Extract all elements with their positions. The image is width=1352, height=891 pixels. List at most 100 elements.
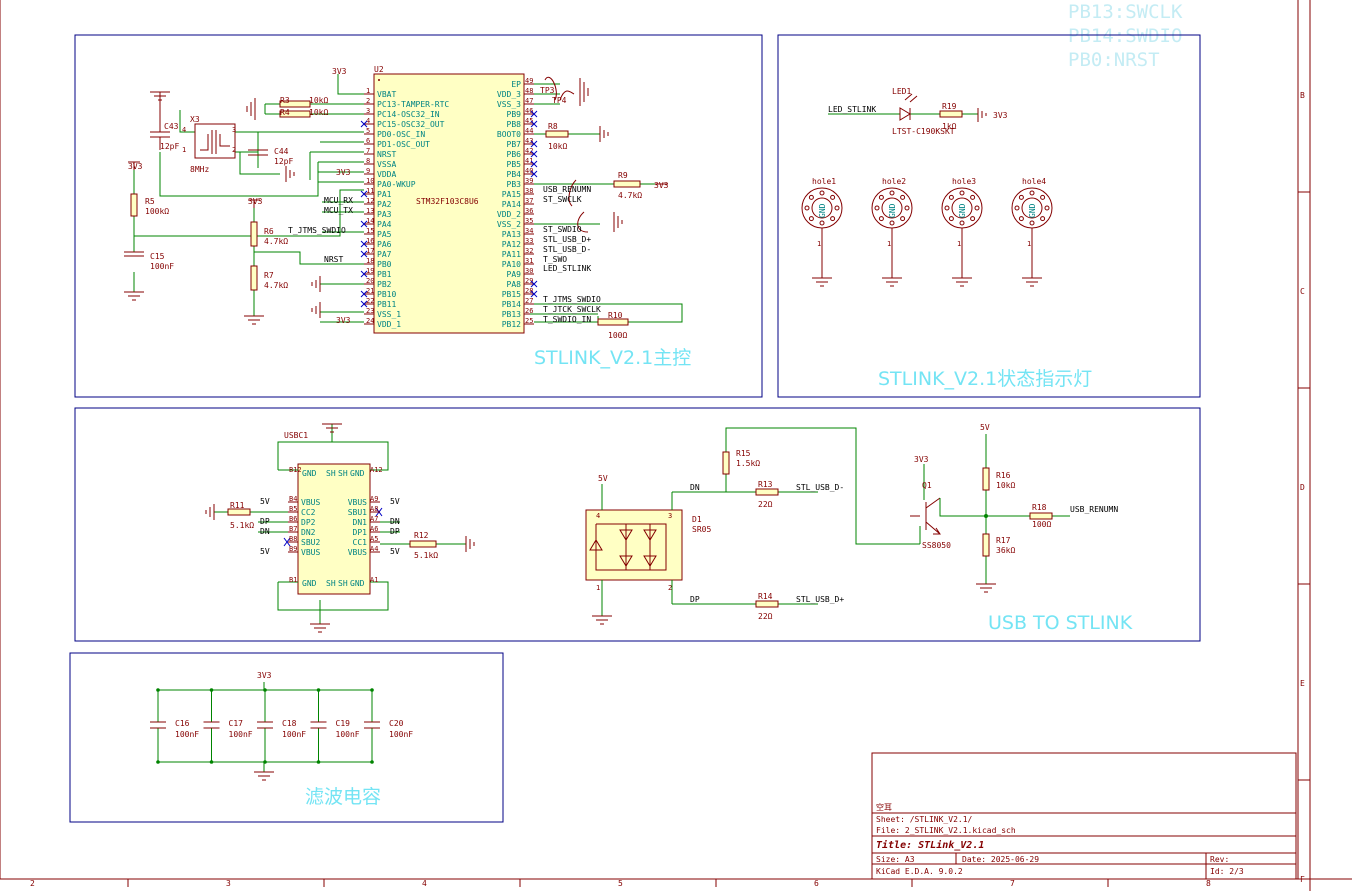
mcu-pin-number: 14: [366, 217, 374, 225]
net-led-stlink: LED_STLINK: [543, 264, 591, 273]
hole-pin: 1: [957, 240, 961, 248]
usb-bot-gnd-left: GND: [302, 579, 317, 588]
mcu-pin-name: PB3: [507, 180, 522, 189]
mcu-pin-number: 36: [525, 207, 533, 215]
mcu-pin-number: 35: [525, 217, 533, 225]
filter-cap-value: 100nF: [229, 730, 253, 739]
filter-cap-value: 100nF: [389, 730, 413, 739]
mcu-pin-number: 6: [366, 137, 370, 145]
mcu-pin-name: PA10: [502, 260, 521, 269]
mcu-pin-name: PB6: [507, 150, 522, 159]
usb-pin-name: DP2: [301, 518, 316, 527]
mcu-pin-name: PB5: [507, 160, 522, 169]
mcu-pin-name: VSS_3: [497, 100, 521, 109]
d1-pin-1: 1: [596, 584, 600, 592]
r14-ref: R14: [758, 592, 773, 601]
x3-pin-1: 1: [182, 146, 186, 154]
mcu-ref: U2: [374, 65, 384, 74]
mcu-pin-number: 43: [525, 137, 533, 145]
usb-pin-name: SBU2: [301, 538, 320, 547]
section-title-indicator: STLINK_V2.1状态指示灯: [878, 368, 1092, 390]
usb-pin-number: A8: [370, 505, 378, 513]
usb-pin-number: A6: [370, 525, 378, 533]
x3-pin-4: 4: [182, 126, 186, 134]
c15-ref: C15: [150, 252, 165, 261]
filter-cap-ref: C17: [229, 719, 244, 728]
r3-value: 10kΩ: [309, 96, 328, 105]
no-connect-mark: [530, 290, 538, 298]
mcu-pin-name: PA2: [377, 200, 392, 209]
mcu-pin-name: PC15-OSC32_OUT: [377, 120, 445, 129]
mcu-pin-name: PA3: [377, 210, 392, 219]
usb-pin-net: DN: [390, 517, 400, 526]
d1-power: 5V: [598, 474, 608, 483]
usb-pin-b12: B12: [289, 466, 302, 474]
mcu-pin-number: 4: [366, 117, 370, 125]
mcu-pin-number: 46: [525, 107, 533, 115]
no-connect-mark: [360, 240, 368, 248]
mcu-pin-name: PB9: [507, 110, 522, 119]
mcu-pin-number: 38: [525, 187, 533, 195]
net-st-swclk: ST_SWCLK: [543, 195, 582, 204]
r17-ref: R17: [996, 536, 1011, 545]
mcu-pin-number: 41: [525, 157, 533, 165]
mcu-pin-number: 49: [525, 77, 533, 85]
usb-body: [297, 463, 371, 595]
mcu-pin-name: PD0-OSC_IN: [377, 130, 425, 139]
filter-cap: C17 100nF: [203, 688, 253, 764]
section-title-mcu: STLINK_V2.1主控: [534, 347, 691, 369]
no-connect-mark: [360, 190, 368, 198]
r5-ref: R5: [145, 197, 155, 206]
mcu-pin-number: 12: [366, 197, 374, 205]
mcu-pin-name: PC14-OSC32_IN: [377, 110, 440, 119]
r16-power: 5V: [980, 423, 990, 432]
title-block-title: Title: STLink_V2.1: [876, 839, 984, 851]
mcu-pin-name: PA14: [502, 200, 521, 209]
net-stl-usb-dp-usb: STL_USB_D+: [796, 595, 844, 604]
mcu-pin-name: PB11: [377, 300, 396, 309]
indicator-led-circuit: [828, 93, 987, 122]
usb-esd-and-renum: [585, 427, 1070, 625]
mcu-pin-name: VBAT: [377, 90, 396, 99]
usb-top-gnd-right: GND: [350, 469, 365, 478]
border-col-2: 2: [30, 879, 35, 888]
r9-ref: R9: [618, 171, 628, 180]
usb-pin-number: B7: [289, 525, 297, 533]
no-connect-mark: [360, 220, 368, 228]
mcu-pin-number: 3: [366, 107, 370, 115]
no-connect-mark: [530, 140, 538, 148]
mcu-pin-number: 1: [366, 87, 370, 95]
net-t-jtms-swdio-left: T_JTMS_SWDIO: [288, 226, 346, 235]
no-connect-mark: [360, 270, 368, 278]
filter-cap-ref: C20: [389, 719, 404, 728]
r7-ref: R7: [264, 271, 274, 280]
usb-pin-name: DP1: [353, 528, 368, 537]
net-stl-usb-dp: STL_USB_D+: [543, 235, 591, 244]
mcu-pin-number: 32: [525, 247, 533, 255]
mcu-pin-number: 22: [366, 297, 374, 305]
mcu-pin-name: PA9: [507, 270, 522, 279]
usb-pin-net: DN: [260, 527, 270, 536]
hole-pin: 1: [1027, 240, 1031, 248]
vdda-power: 3V3: [336, 168, 351, 177]
